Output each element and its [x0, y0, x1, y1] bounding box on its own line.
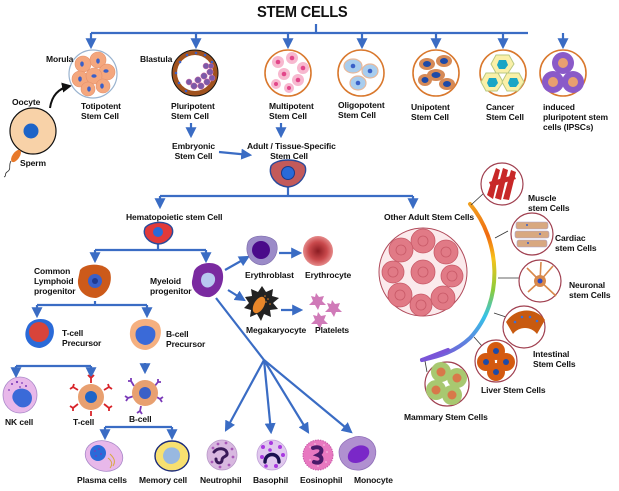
connectors	[10, 24, 569, 441]
megakaryocyte-illustration	[244, 286, 279, 321]
oligopotent-illustration	[337, 49, 385, 97]
cardiac-stem-cell-illustration	[510, 212, 554, 256]
adult-stem-cell-illustration	[269, 159, 307, 188]
neuronal-stem-cell-illustration	[518, 259, 562, 303]
label-morula: Morula	[46, 54, 74, 64]
myeloid-trunk-line	[215, 297, 265, 361]
label-other-adult: Other Adult Stem Cells	[384, 212, 475, 222]
label-bcell: B-cell	[129, 414, 152, 424]
erythrocyte-illustration	[303, 236, 333, 266]
platelets-illustration	[309, 293, 342, 329]
tcell-precursor-illustration	[25, 318, 54, 348]
label-sperm: Sperm	[20, 158, 46, 168]
label-hematopoietic: Hematopoietic stem Cell	[126, 212, 223, 222]
arc-leader-lines	[424, 192, 519, 373]
memory-cell-illustration	[154, 440, 190, 472]
cancer-stem-cell-illustration	[479, 49, 527, 97]
label-liver: Liver Stem Cells	[481, 385, 546, 395]
bcell-precursor-illustration	[129, 318, 161, 350]
label-neutrophil: Neutrophil	[200, 475, 242, 485]
label-plasma: Plasma cells	[77, 475, 127, 485]
sperm-illustration	[3, 149, 21, 178]
intestinal-stem-cell-illustration	[502, 305, 546, 349]
page-title: STEM CELLS	[257, 4, 348, 21]
arrow-to-eosinophil	[263, 359, 310, 434]
label-eosinophil: Eosinophil	[300, 475, 343, 485]
blastula-pluripotent-illustration	[171, 49, 219, 97]
erythroblast-illustration	[246, 235, 278, 266]
multipotent-illustration	[264, 49, 312, 97]
arrow-to-morula	[49, 82, 72, 109]
arrow-to-monocyte	[263, 359, 353, 434]
label-memory: Memory cell	[139, 475, 188, 485]
arrow-to-megakaryocyte	[227, 289, 246, 302]
tissue-arc	[420, 202, 497, 362]
tcell-illustration	[69, 374, 113, 416]
label-oocyte: Oocyte	[12, 97, 41, 107]
adult-tissue-cluster-illustration	[378, 227, 468, 317]
arrow-to-basophil	[262, 359, 276, 435]
label-nk-cell: NK cell	[5, 417, 34, 427]
arrow-to-erythroblast	[224, 255, 250, 271]
label-erythroblast: Erythroblast	[245, 270, 294, 280]
label-mammary: Mammary Stem Cells	[404, 412, 488, 422]
myeloid-progenitor-illustration	[191, 262, 224, 298]
oocyte-illustration	[9, 82, 72, 155]
arrow-embryonic-to-adult	[218, 148, 253, 160]
eosinophil-illustration	[302, 439, 334, 471]
mammary-stem-cell-illustration	[424, 361, 470, 407]
nk-cell-illustration	[2, 376, 38, 414]
unipotent-illustration	[412, 49, 460, 97]
label-blastula: Blastula	[140, 54, 173, 64]
label-megakaryocyte: Megakaryocyte	[246, 325, 307, 335]
neutrophil-illustration	[206, 439, 238, 471]
muscle-stem-cell-illustration	[480, 162, 524, 206]
liver-stem-cell-illustration	[474, 339, 518, 383]
ipsc-illustration	[539, 49, 587, 97]
label-monocyte: Monocyte	[354, 475, 393, 485]
arrow-to-neutrophil	[224, 359, 265, 432]
label-erythrocyte: Erythrocyte	[305, 270, 352, 280]
morula-totipotent-illustration	[68, 49, 118, 99]
lymphoid-progenitor-illustration	[77, 264, 111, 298]
basophil-illustration	[256, 439, 288, 471]
label-platelets: Platelets	[315, 325, 350, 335]
plasma-cell-illustration	[84, 440, 124, 472]
bcell-illustration	[124, 378, 164, 415]
label-basophil: Basophil	[253, 475, 289, 485]
label-tcell: T-cell	[73, 417, 95, 427]
hematopoietic-stem-cell-illustration	[143, 221, 174, 245]
monocyte-illustration	[338, 436, 377, 471]
